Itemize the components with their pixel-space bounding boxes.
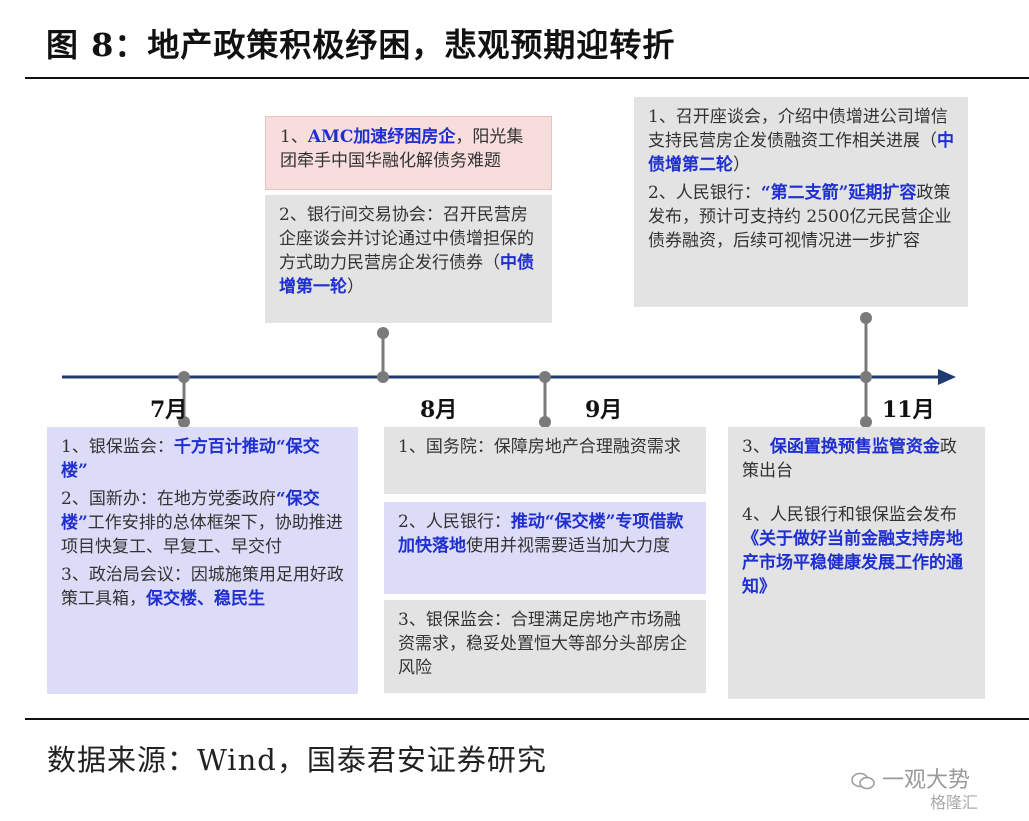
connector-dot-nov-top bbox=[860, 312, 872, 324]
bottom-rule bbox=[25, 718, 1029, 720]
highlighted-text: 中债增第二轮 bbox=[648, 131, 954, 175]
body-text: 3、政治局会议：因城施策用足用好政策工具箱， bbox=[61, 565, 344, 609]
body-text: 4、人民银行和银保监会发布 bbox=[742, 505, 957, 525]
event-box-sep-2: 2、人民银行：推动“保交楼”专项借款加快落地使用并视需要适当加大力度 bbox=[384, 502, 706, 594]
event-text-sep-1: 1、国务院：保障房地产合理融资需求 bbox=[398, 435, 692, 459]
body-text: 政策发布，预计可支持约 2500亿元民营企业债券融资，后续可视情况进一步扩容 bbox=[648, 183, 952, 251]
body-text: 2、国新办：在地方党委政府 bbox=[61, 489, 276, 509]
connector-dot-jul-axis bbox=[178, 371, 190, 383]
highlighted-text: AMC加速纾困房企 bbox=[307, 127, 456, 147]
top-rule bbox=[25, 77, 1029, 79]
wechat-icon bbox=[851, 772, 875, 790]
watermark-line2: 格隆汇 bbox=[930, 793, 979, 812]
connector-dot-aug-axis bbox=[377, 371, 389, 383]
event-text-aug-1: 1、AMC加速纾困房企，阳光集团牵手中国华融化解债务难题 bbox=[280, 125, 537, 173]
event-text-sep-2: 2、人民银行：推动“保交楼”专项借款加快落地使用并视需要适当加大力度 bbox=[398, 510, 692, 558]
highlighted-text: 中债增第一轮 bbox=[279, 253, 534, 297]
event-text-nov-2: 2、人民银行：“第二支箭”延期扩容政策发布，预计可支持约 2500亿元民营企业债… bbox=[648, 181, 954, 253]
watermark: 一观大势 格隆汇 bbox=[850, 770, 978, 814]
connector-dot-nov-bottom bbox=[860, 416, 872, 428]
event-text-nov-3: 3、保函置换预售监管资金政策出台 bbox=[742, 435, 971, 483]
connector-dot-sep-box bbox=[539, 416, 551, 428]
figure-title: 图 8：地产政策积极纾困，悲观预期迎转折 bbox=[46, 26, 676, 64]
connector-dot-nov-axis bbox=[860, 371, 872, 383]
month-label-jul: 7月 bbox=[150, 397, 188, 423]
body-text: 2、银行间交易协会：召开民营房企座谈会并讨论通过中债增担保的方式助力民营房企发行… bbox=[279, 205, 534, 273]
watermark-line1: 一观大势 bbox=[882, 768, 971, 793]
event-box-aug-2: 2、银行间交易协会：召开民营房企座谈会并讨论通过中债增担保的方式助力民营房企发行… bbox=[265, 195, 552, 323]
event-text-nov-4: 4、人民银行和银保监会发布《关于做好当前金融支持房地产市场平稳健康发展工作的通知… bbox=[742, 503, 971, 599]
event-text-aug-2: 2、银行间交易协会：召开民营房企座谈会并讨论通过中债增担保的方式助力民营房企发行… bbox=[279, 203, 538, 299]
event-box-aug-1: 1、AMC加速纾困房企，阳光集团牵手中国华融化解债务难题 bbox=[265, 116, 552, 190]
highlighted-text: 保交楼、稳民生 bbox=[146, 589, 265, 609]
connector-dot-aug-box bbox=[377, 327, 389, 339]
connector-dot-jul-box bbox=[178, 416, 190, 428]
timeline-arrowhead bbox=[938, 369, 956, 385]
month-label-nov: 11月 bbox=[882, 397, 935, 423]
event-text-nov-1: 1、召开座谈会，介绍中债增进公司增信支持民营房企发债融资工作相关进展（中债增第二… bbox=[648, 105, 954, 177]
body-text: 2、人民银行： bbox=[648, 183, 761, 203]
body-text: 工作安排的总体框架下，协助推进项目快复工、早复工、早交付 bbox=[61, 513, 343, 557]
body-text: 1、国务院：保障房地产合理融资需求 bbox=[398, 437, 681, 457]
source-note: 数据来源：Wind，国泰君安证券研究 bbox=[47, 743, 547, 777]
body-text: 使用并视需要适当加大力度 bbox=[466, 536, 670, 556]
highlighted-text: “保交楼” bbox=[61, 489, 320, 533]
body-text: 1、银保监会： bbox=[61, 437, 174, 457]
event-box-nov-bottom: 3、保函置换预售监管资金政策出台 4、人民银行和银保监会发布《关于做好当前金融支… bbox=[728, 427, 985, 699]
event-box-sep-3: 3、银保监会：合理满足房地产市场融资需求，稳妥处置恒大等部分头部房企风险 bbox=[384, 600, 706, 693]
event-text-sep-3: 3、银保监会：合理满足房地产市场融资需求，稳妥处置恒大等部分头部房企风险 bbox=[398, 608, 692, 680]
body-text: ） bbox=[347, 277, 364, 297]
highlighted-text: 千方百计推动“保交楼” bbox=[61, 437, 320, 481]
body-text: 2、人民银行： bbox=[398, 512, 511, 532]
highlighted-text: “第二支箭”延期扩容 bbox=[760, 183, 917, 203]
body-text: 1、召开座谈会，介绍中债增进公司增信支持民营房企发债融资工作相关进展（ bbox=[648, 107, 948, 151]
highlighted-text: 保函置换预售监管资金 bbox=[769, 437, 940, 457]
event-text-jul-1: 1、银保监会：千方百计推动“保交楼” bbox=[61, 435, 344, 483]
body-text: 3、 bbox=[742, 437, 770, 457]
event-text-jul-2: 2、国新办：在地方党委政府“保交楼”工作安排的总体框架下，协助推进项目快复工、早… bbox=[61, 487, 344, 559]
event-box-jul: 1、银保监会：千方百计推动“保交楼” 2、国新办：在地方党委政府“保交楼”工作安… bbox=[47, 427, 358, 694]
body-text: ，阳光集团牵手中国华融化解债务难题 bbox=[280, 127, 524, 171]
body-text: 3、银保监会：合理满足房地产市场融资需求，稳妥处置恒大等部分头部房企风险 bbox=[398, 610, 687, 678]
body-text: 政策出台 bbox=[742, 437, 957, 481]
event-text-jul-3: 3、政治局会议：因城施策用足用好政策工具箱，保交楼、稳民生 bbox=[61, 563, 344, 611]
highlighted-text: 《关于做好当前金融支持房地产市场平稳健康发展工作的通知》 bbox=[742, 529, 963, 597]
connector-dot-sep-axis bbox=[539, 371, 551, 383]
body-text: 1、 bbox=[280, 127, 308, 147]
month-label-aug: 8月 bbox=[420, 397, 458, 423]
event-box-nov-top: 1、召开座谈会，介绍中债增进公司增信支持民营房企发债融资工作相关进展（中债增第二… bbox=[634, 97, 968, 307]
month-label-sep: 9月 bbox=[585, 397, 623, 423]
body-text: ） bbox=[733, 155, 750, 175]
highlighted-text: 推动“保交楼”专项借款加快落地 bbox=[398, 512, 684, 556]
event-box-sep-1: 1、国务院：保障房地产合理融资需求 bbox=[384, 427, 706, 494]
